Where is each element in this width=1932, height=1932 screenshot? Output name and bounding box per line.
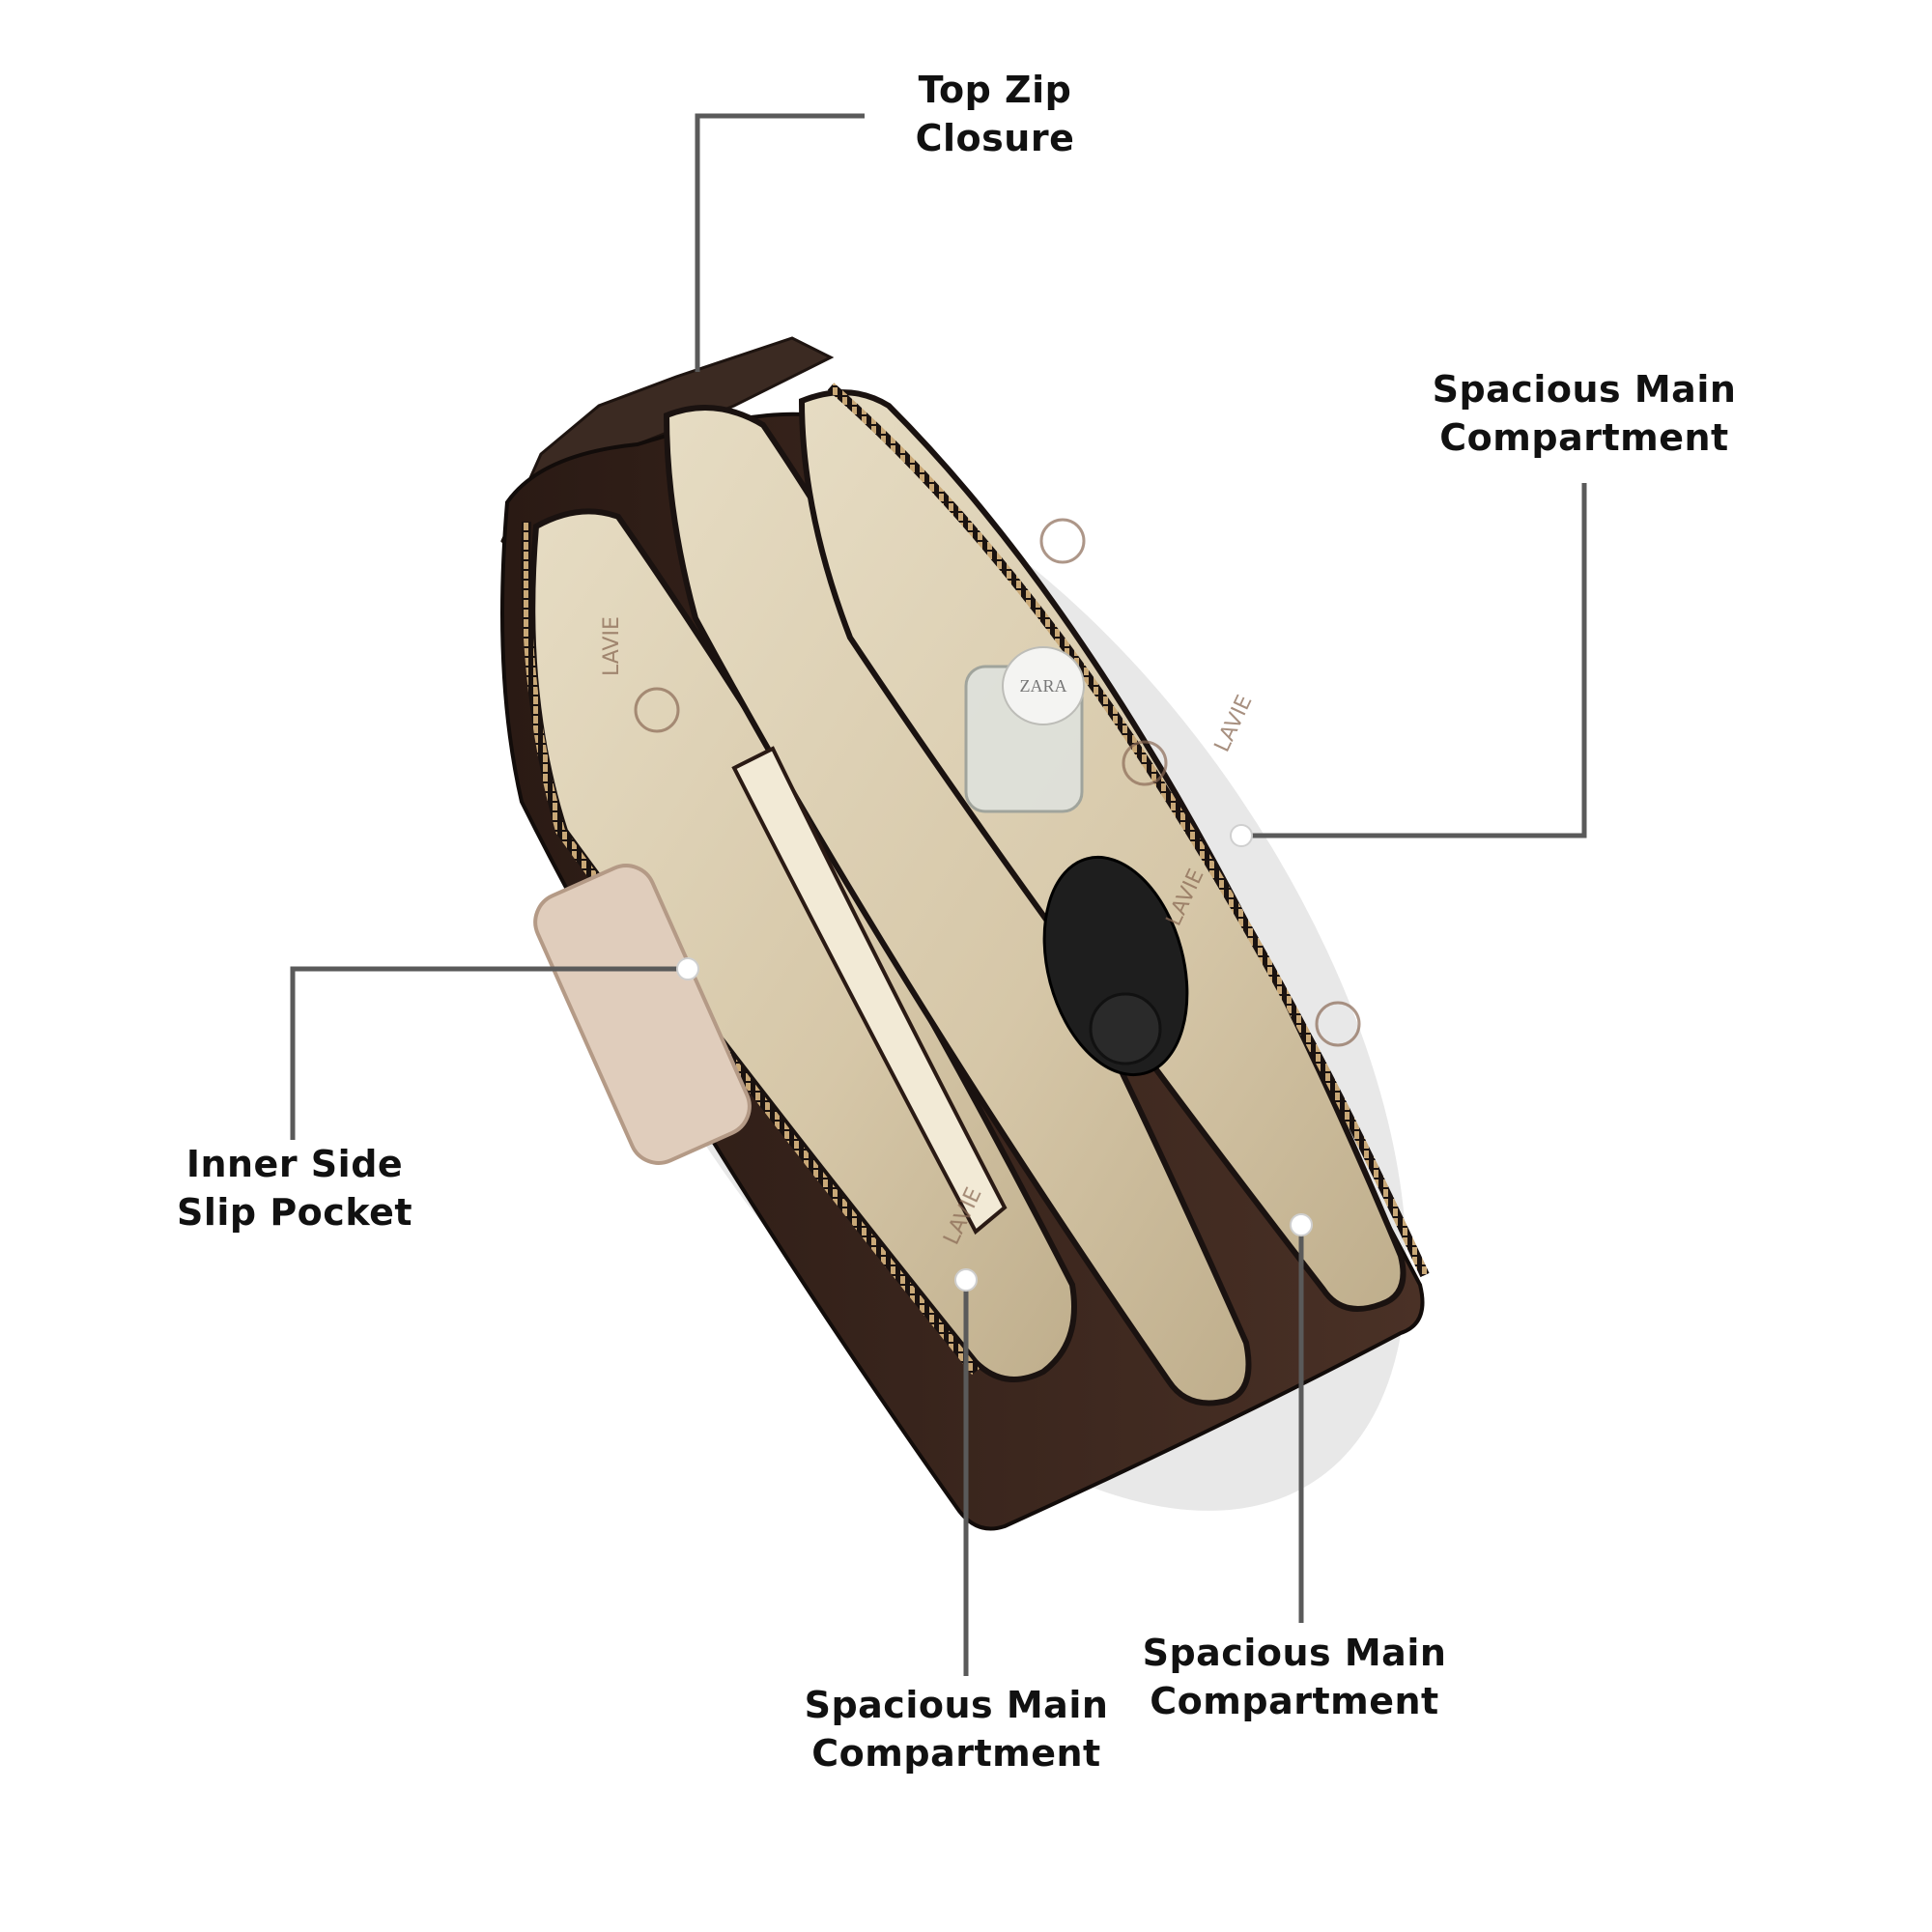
phone [533,864,752,1165]
bottle-cap-text: ZARA [1020,676,1067,696]
callout-label-spacious-main-compartment-bottom-right: Spacious Main Compartment [1101,1629,1488,1725]
callout-line: Compartment [1439,416,1729,459]
callout-dot-side-pocket [676,957,699,980]
bottle-cap [1002,646,1085,725]
lining-brand-text: LAVIE [1210,692,1258,756]
leader-line-top-zip [695,113,865,372]
callout-line: Spacious Main [1142,1632,1447,1674]
lining-brand-text: LAVIE [600,616,624,676]
callout-label-spacious-main-compartment-right: Spacious Main Compartment [1391,365,1777,462]
callout-line: Inner Side [185,1143,404,1185]
callout-dot-main-bottom-b [1290,1213,1313,1236]
leader-line-side-pocket [290,966,688,1140]
callout-line: Top Zip [918,69,1072,111]
notebook [731,746,1008,1236]
callout-line: Compartment [1150,1680,1439,1722]
lining-logo-mark [1122,740,1168,786]
callout-line: Spacious Main [1432,368,1737,411]
compartment-right [798,389,1406,1312]
callout-label-top-zip-closure: Top Zip Closure [850,66,1140,162]
callout-line: Slip Pocket [176,1191,413,1234]
lining-logo-mark [1039,518,1086,564]
lining-logo-mark [1315,1001,1361,1047]
leader-line-main-right [1246,483,1587,838]
lining-logo-mark [634,687,680,733]
callout-line: Closure [915,117,1075,159]
callout-line: Spacious Main [804,1684,1109,1726]
callout-dot-main-right [1230,824,1253,847]
callout-dot-main-bottom-a [954,1268,978,1292]
perfume-cap [1089,992,1162,1065]
callout-label-spacious-main-compartment-bottom-left: Spacious Main Compartment [763,1681,1150,1777]
callout-line: Compartment [811,1732,1101,1775]
callout-label-inner-side-slip-pocket: Inner Side Slip Pocket [135,1140,454,1236]
